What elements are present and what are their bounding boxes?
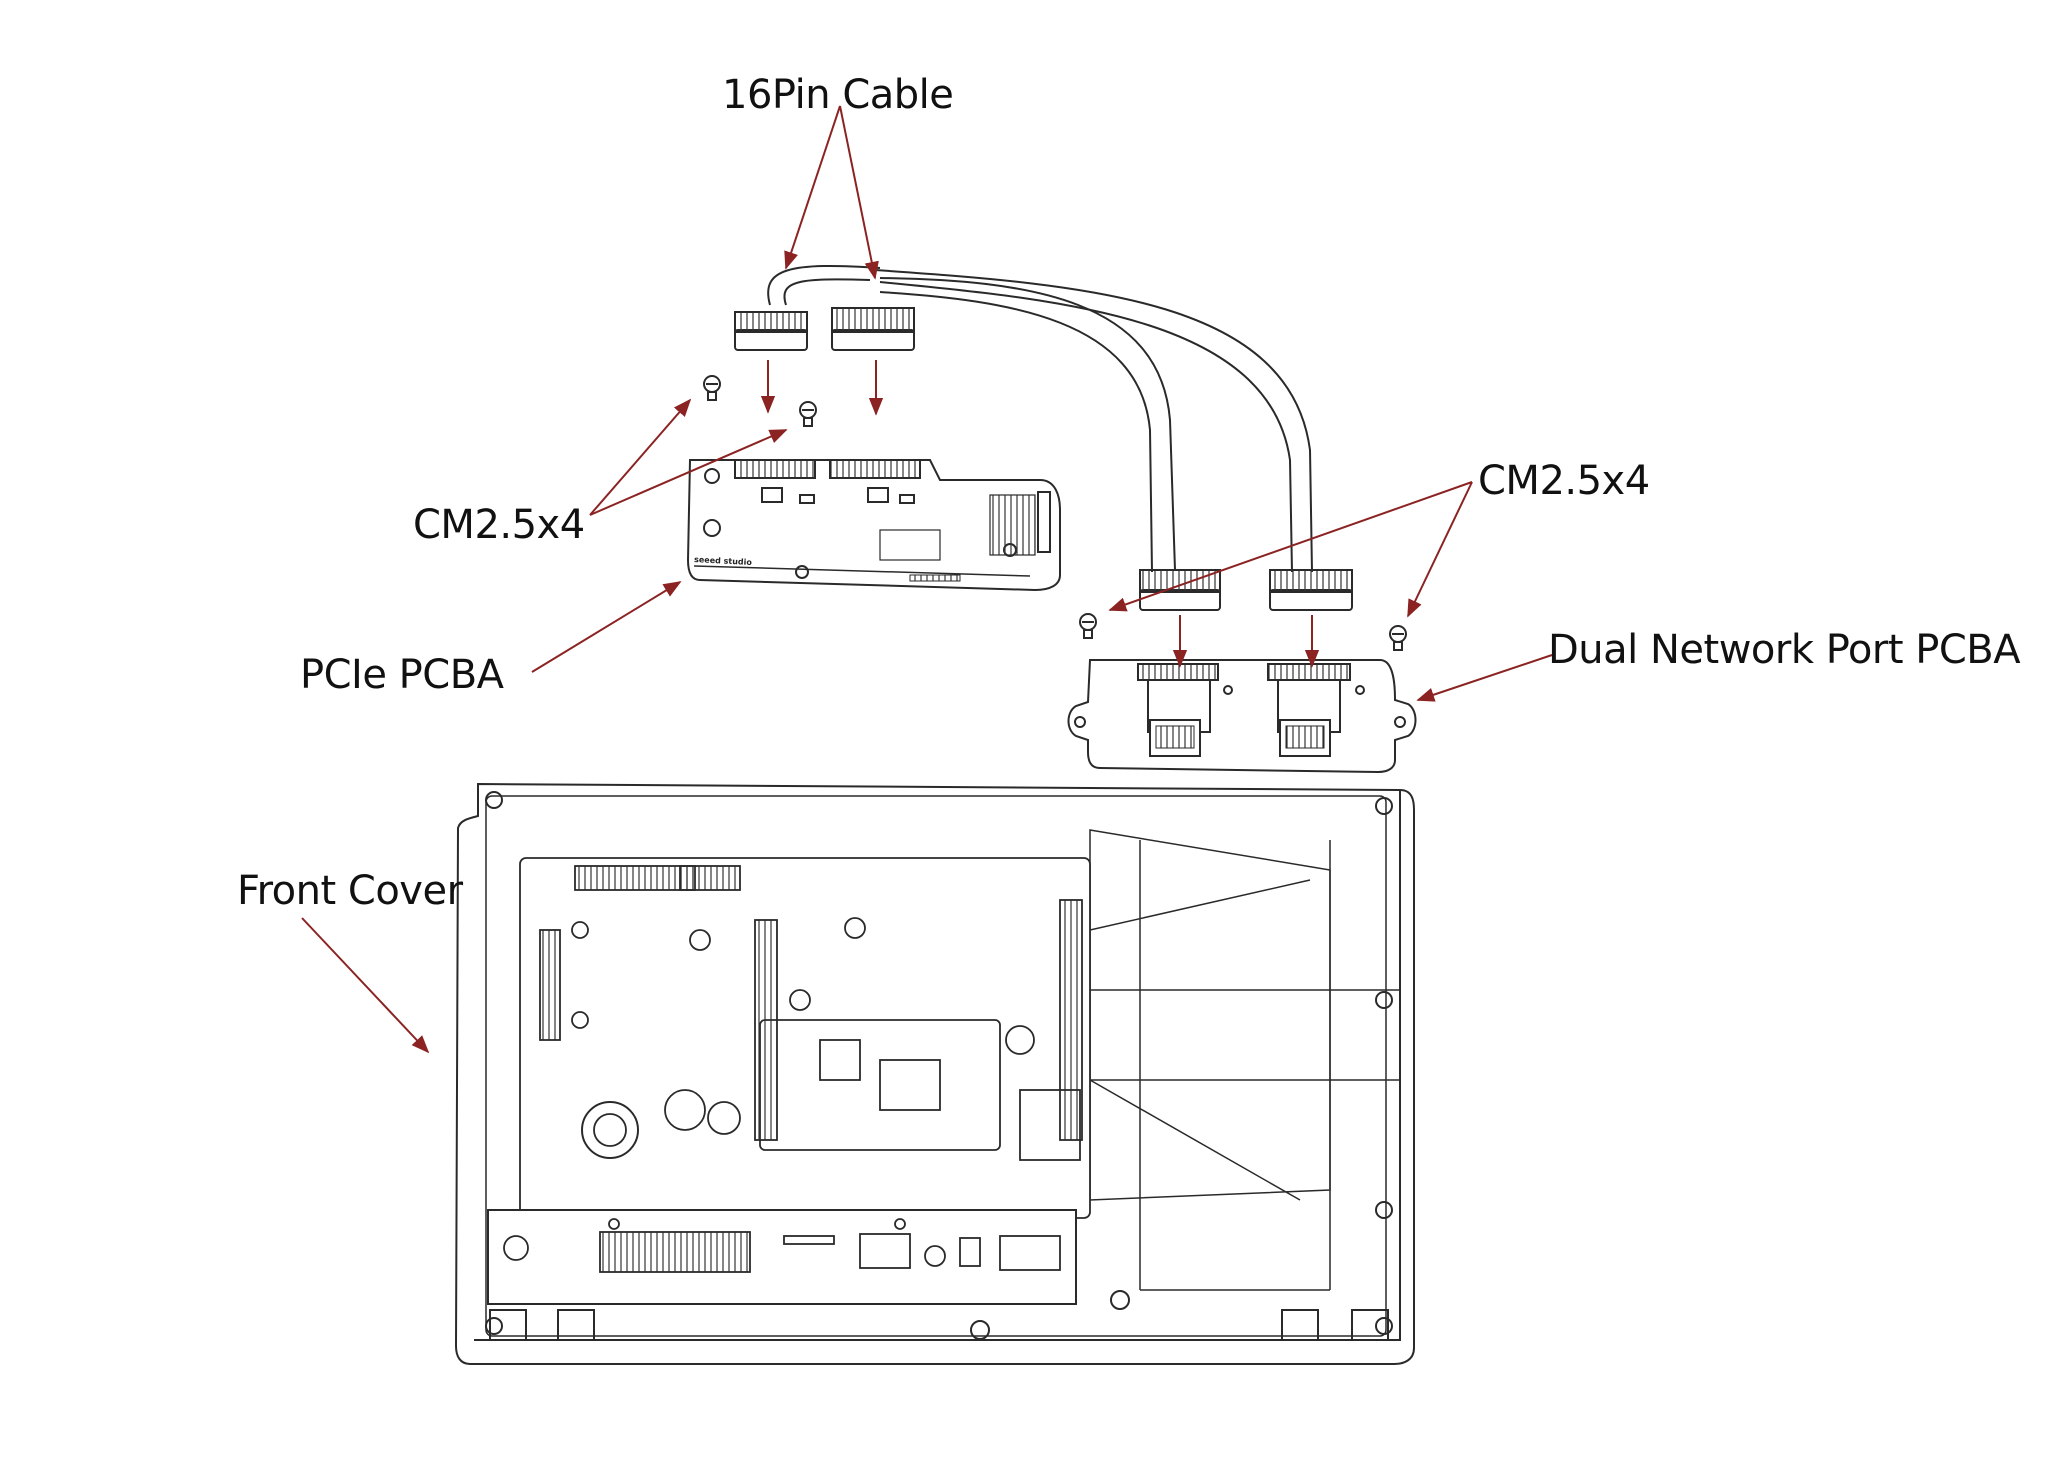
board-marking: seeed studio [694,555,753,567]
screws [703,375,1407,651]
label-screw-left: CM2.5x4 [413,502,585,548]
label-screw-right: CM2.5x4 [1478,458,1650,504]
cable-16pin [734,264,1353,611]
label-front-cover: Front Cover [237,868,463,914]
label-pcie-pcba: PCIe PCBA [300,652,504,698]
mainboard [487,857,1091,1305]
label-16pin-cable: 16Pin Cable [722,72,954,118]
label-dual-network-port-pcba: Dual Network Port PCBA [1548,627,2021,673]
arrows [301,105,1553,1054]
pcie-pcba: seeed studio [686,459,1061,592]
dual-network-port-pcba [1067,659,1417,774]
